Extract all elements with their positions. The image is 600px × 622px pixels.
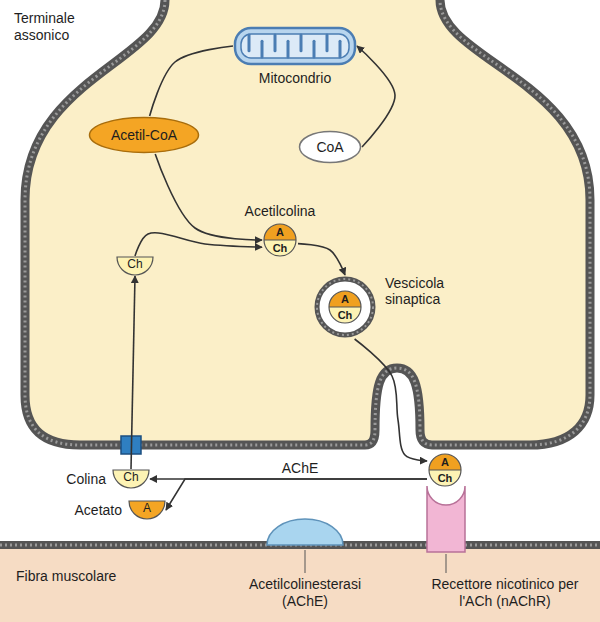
vesicle-membrane-texture bbox=[317, 279, 373, 335]
half-molecule-outline bbox=[113, 470, 149, 488]
node-heading: Acetilcolina bbox=[245, 203, 316, 219]
molecule-symbol: A bbox=[427, 456, 463, 468]
muscle-fiber-ground bbox=[0, 545, 600, 622]
acetylcholine-molecule: A Ch bbox=[427, 452, 463, 488]
molecule-symbol: A bbox=[262, 226, 298, 238]
metabolite-ellipse: CoA bbox=[298, 130, 362, 164]
molecule-symbol: A bbox=[128, 501, 166, 515]
molecule-symbol: Ch bbox=[327, 309, 363, 321]
part-label: Acetilcolinesterasi (AChE) bbox=[225, 576, 385, 610]
reaction-arrow bbox=[131, 276, 135, 469]
node-outline bbox=[233, 26, 357, 66]
half-molecule-outline bbox=[129, 501, 165, 519]
mitochondrion-crista bbox=[326, 35, 329, 51]
reaction-arrow bbox=[135, 233, 262, 256]
half-molecule-outline bbox=[117, 257, 153, 275]
part-label: Fibra muscolare bbox=[16, 568, 156, 585]
molecule-symbol: Ch bbox=[262, 242, 298, 254]
mitochondrion-crista bbox=[287, 41, 290, 57]
node-heading: Colina bbox=[66, 471, 106, 487]
synaptic-vesicle: AChVescicola sinaptica bbox=[313, 275, 377, 339]
molecule-symbol: Ch bbox=[112, 470, 150, 484]
reaction-arrow bbox=[357, 46, 395, 147]
axon-membrane-texture bbox=[25, 0, 590, 445]
node-heading: Acetato bbox=[75, 502, 122, 518]
molecule-fragment: Ch bbox=[116, 256, 154, 276]
structure-label: Terminale assonico bbox=[14, 10, 114, 44]
nicotinic-receptor bbox=[427, 486, 465, 552]
leader-line bbox=[305, 550, 306, 573]
molecule-divider bbox=[264, 240, 296, 241]
mitochondrion-crista bbox=[248, 35, 251, 51]
acetylcholinesterase-enzyme bbox=[267, 519, 343, 545]
part-label: Recettore nicotinico per l'ACh (nAChR) bbox=[420, 576, 590, 610]
molecule-symbol: Ch bbox=[427, 472, 463, 484]
node-heading: Vescicola sinaptica bbox=[385, 275, 465, 307]
acetylcholine-molecule: AcetilcolinaACh bbox=[262, 222, 298, 258]
molecule-divider bbox=[329, 307, 361, 308]
vesicle-membrane bbox=[317, 279, 373, 335]
molecule-symbol: Ch bbox=[116, 257, 154, 271]
node-label: CoA bbox=[298, 139, 362, 155]
mitochondrion-inner bbox=[241, 34, 349, 58]
molecule-divider bbox=[429, 470, 461, 471]
reaction-arrow bbox=[155, 154, 262, 240]
metabolite-ellipse: Acetil-CoA bbox=[88, 116, 200, 154]
enzyme-label: AChE bbox=[279, 460, 322, 476]
mitochondrion-crista bbox=[339, 41, 342, 57]
mitochondrion: Mitocondrio bbox=[233, 26, 357, 66]
mitochondrion-crista bbox=[261, 41, 264, 57]
node-heading: Mitocondrio bbox=[259, 70, 331, 86]
mitochondrion-crista bbox=[274, 35, 277, 51]
leader-line bbox=[446, 554, 447, 573]
reaction-arrow bbox=[166, 479, 427, 510]
node-label: Acetil-CoA bbox=[88, 127, 200, 143]
molecule-fragment: ColinaCh bbox=[112, 469, 150, 489]
axon-membrane bbox=[25, 0, 590, 445]
reaction-arrow bbox=[150, 46, 233, 116]
reaction-arrow bbox=[355, 339, 427, 461]
axon-terminal-fill bbox=[25, 0, 590, 445]
mitochondrion-outer bbox=[235, 28, 355, 64]
molecule-symbol: A bbox=[327, 293, 363, 305]
molecule-fragment: AcetatoA bbox=[128, 500, 166, 520]
mitochondrion-crista bbox=[300, 35, 303, 51]
acetylcholine-molecule: A Ch bbox=[327, 289, 363, 325]
mitochondrion-crista bbox=[313, 41, 316, 57]
reaction-arrow bbox=[298, 244, 345, 275]
